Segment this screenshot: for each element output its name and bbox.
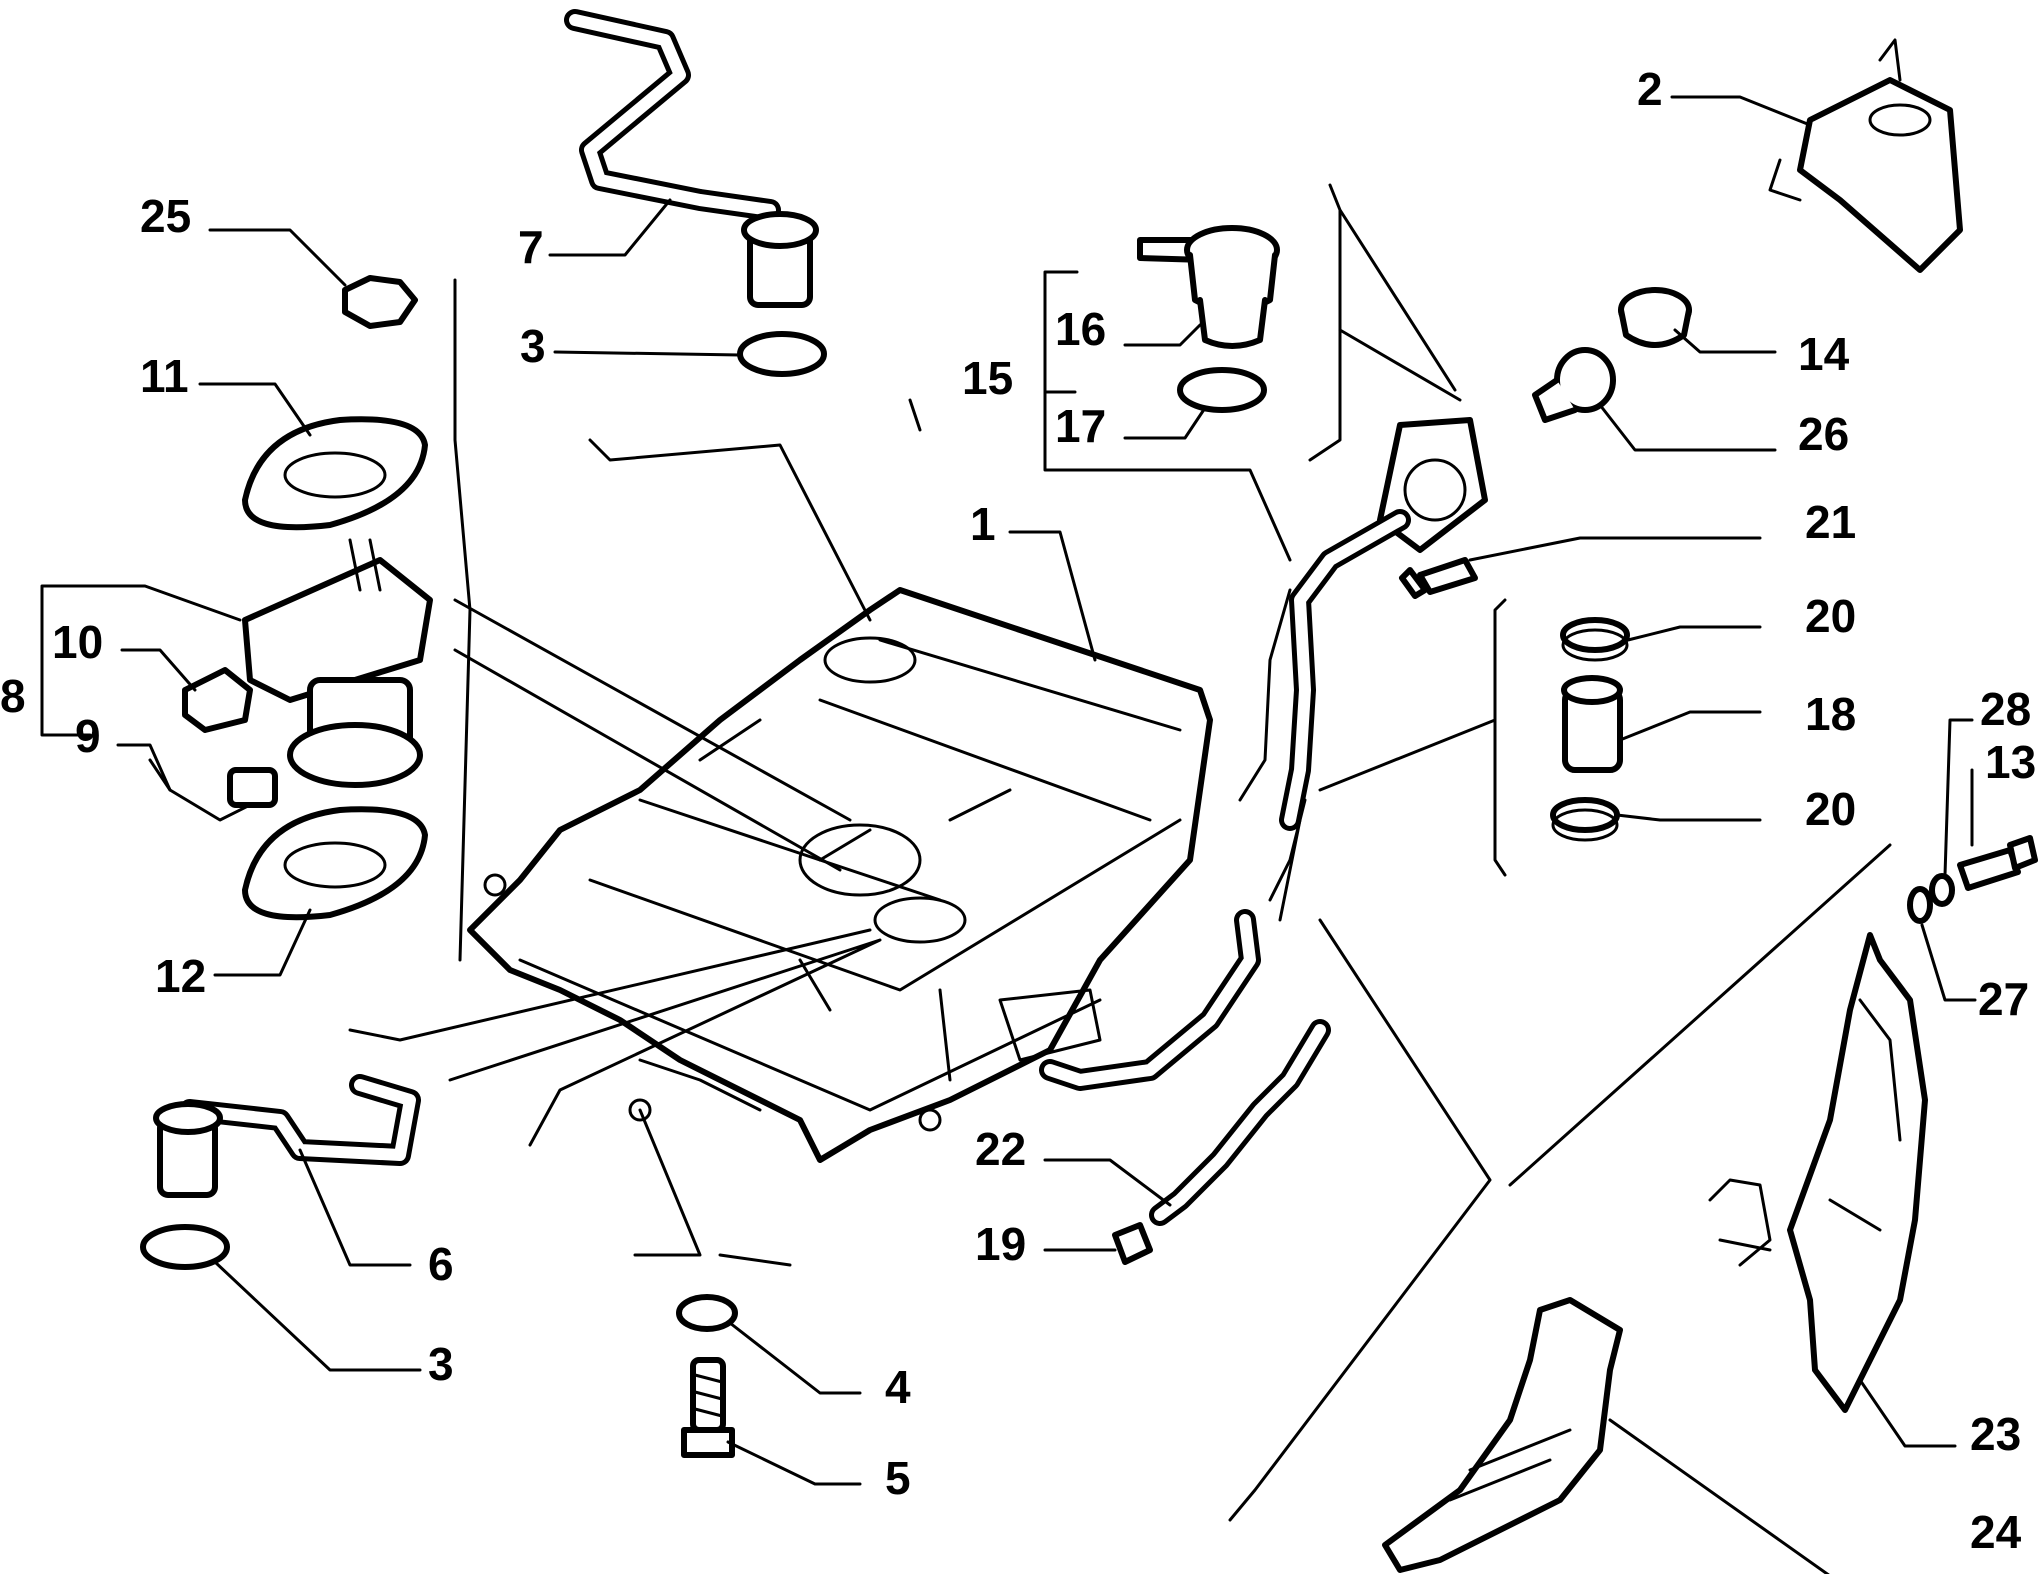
callout-12: 12 xyxy=(155,950,206,1002)
callout-18: 18 xyxy=(1805,688,1856,740)
callout-14: 14 xyxy=(1798,328,1850,380)
callout-25: 25 xyxy=(140,190,191,242)
seal-ring-part-17 xyxy=(1177,367,1267,413)
callout-17: 17 xyxy=(1055,400,1106,452)
callout-9: 9 xyxy=(75,710,101,762)
heat-shield-part-23 xyxy=(1708,932,1928,1413)
callout-7: 7 xyxy=(518,221,544,273)
bolt-part-13 xyxy=(1957,835,2038,891)
clamp-part-20a xyxy=(1560,617,1630,662)
gasket-part-12 xyxy=(242,806,428,921)
pickup-part-6 xyxy=(153,1074,421,1198)
callout-15: 15 xyxy=(962,352,1013,404)
filler-neck-assembly xyxy=(1238,417,1488,922)
pickup-part-7 xyxy=(564,9,819,308)
callout-8: 8 xyxy=(0,670,26,722)
filler-pipe-lower xyxy=(1039,909,1261,1091)
callout-27: 27 xyxy=(1978,973,2029,1025)
callout-3b: 3 xyxy=(428,1338,454,1390)
fuel-tank-part xyxy=(467,587,1213,1163)
callout-24: 24 xyxy=(1970,1506,2022,1558)
callout-2: 2 xyxy=(1637,63,1663,115)
callout-19: 19 xyxy=(975,1218,1026,1270)
callout-6: 6 xyxy=(428,1238,454,1290)
callout-22: 22 xyxy=(975,1123,1026,1175)
shield-part-24 xyxy=(1382,1297,1623,1573)
callout-3a: 3 xyxy=(520,320,546,372)
hose-part-18 xyxy=(1561,675,1623,773)
vent-hose-part-22 xyxy=(1149,1019,1331,1226)
callout-26: 26 xyxy=(1798,408,1849,460)
fitting-part-19 xyxy=(1112,1222,1153,1265)
leader-lines xyxy=(40,95,1977,1574)
callout-1: 1 xyxy=(970,498,996,550)
callout-4: 4 xyxy=(885,1361,911,1413)
callout-20a: 20 xyxy=(1805,590,1856,642)
gasket-part-11 xyxy=(242,416,428,531)
callout-11: 11 xyxy=(140,350,189,402)
washer-part-28 xyxy=(1929,873,1955,907)
bracket-part-2 xyxy=(1768,38,1963,273)
callout-13: 13 xyxy=(1985,736,2036,788)
adapter-part-26 xyxy=(1532,347,1616,423)
clamp-part-20b xyxy=(1550,797,1620,842)
callout-28: 28 xyxy=(1980,683,2031,735)
filler-cap-part-14 xyxy=(1618,287,1692,348)
seal-ring-part-3b xyxy=(140,1224,230,1270)
seal-ring-part-3a xyxy=(737,331,827,377)
callout-16: 16 xyxy=(1055,303,1106,355)
callout-10: 10 xyxy=(52,616,103,668)
bolt-part-5 xyxy=(681,1357,735,1458)
washer-part-4 xyxy=(676,1294,738,1332)
connector-part-10 xyxy=(182,667,253,733)
valve-part-16 xyxy=(1137,225,1280,349)
fitting-part-21 xyxy=(1399,557,1478,599)
callout-21: 21 xyxy=(1805,496,1856,548)
callout-23: 23 xyxy=(1970,1408,2021,1460)
fuel-pump-part-8 xyxy=(242,538,433,788)
harness-part-9 xyxy=(148,758,278,822)
callout-5: 5 xyxy=(885,1452,911,1504)
callout-20b: 20 xyxy=(1805,783,1856,835)
washer-part-27 xyxy=(1907,886,1933,924)
nut-part-25 xyxy=(342,275,418,329)
